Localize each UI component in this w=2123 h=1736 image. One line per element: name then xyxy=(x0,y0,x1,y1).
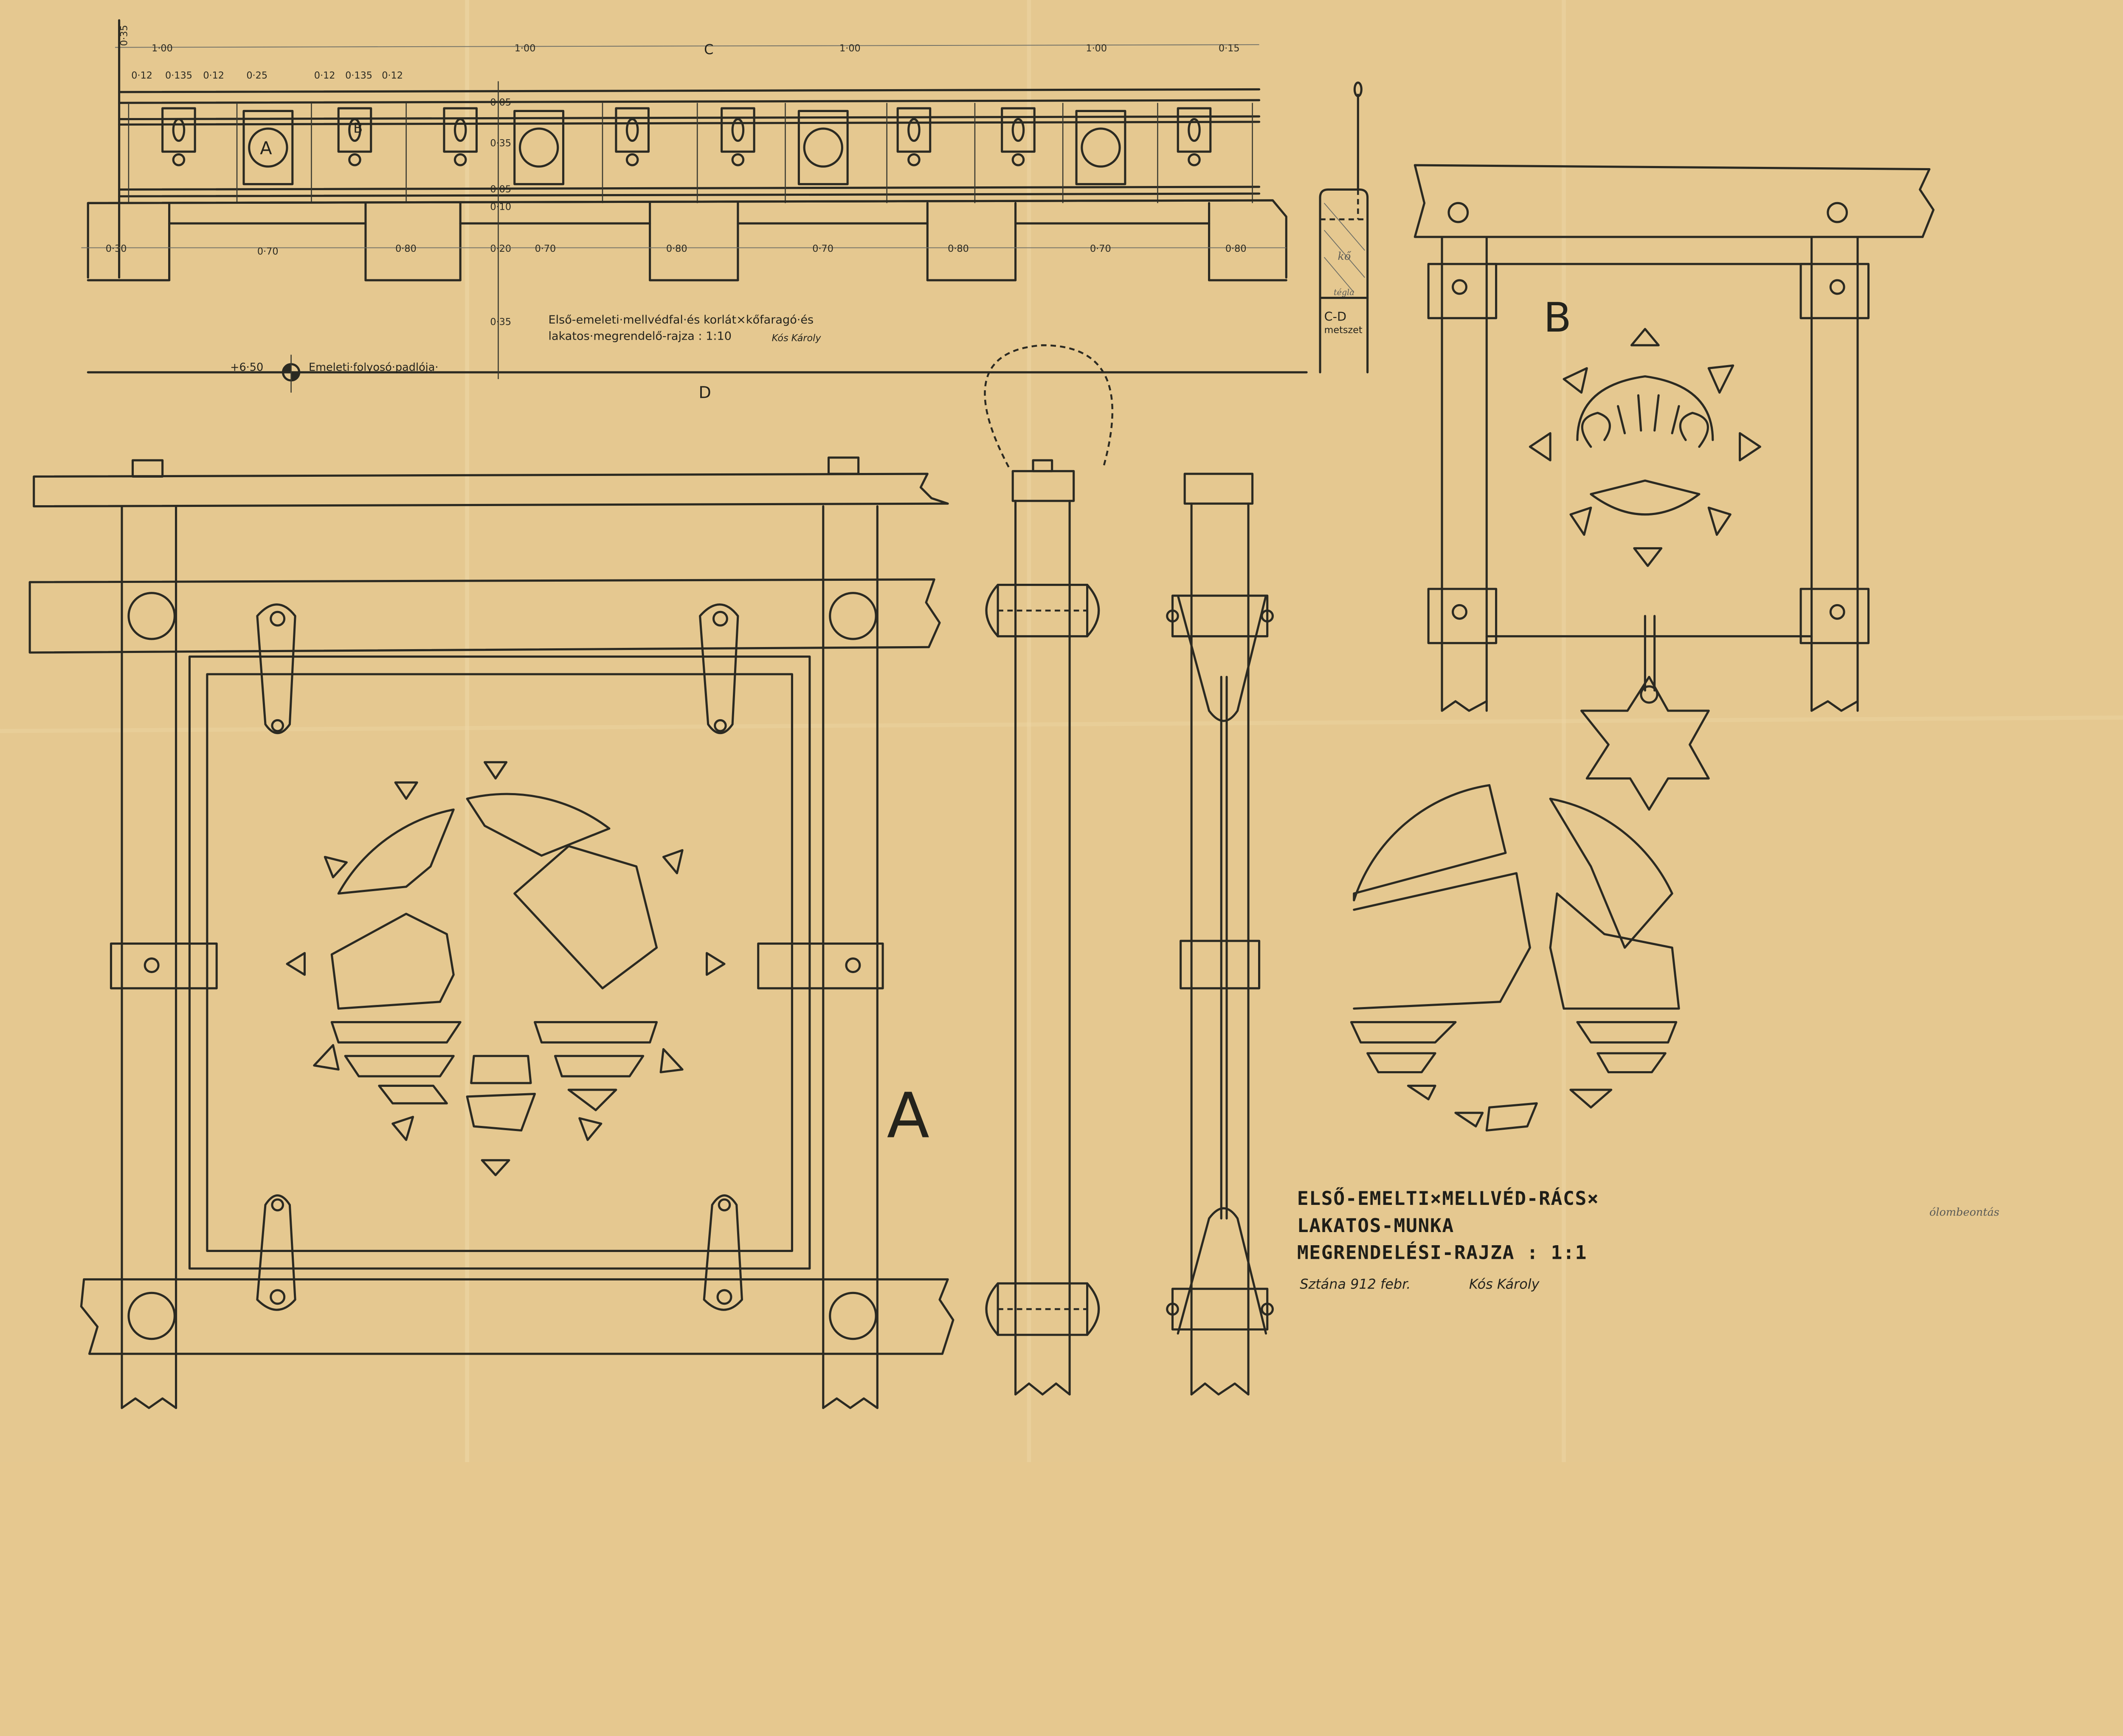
title-block: ELSŐ-EMELTI×MELLVÉD-RÁCS× LAKATOS-MUNKA … xyxy=(1297,1187,1599,1292)
top-dimension: 0·15 xyxy=(1219,43,1240,54)
title-line3: MEGRENDELÉSI-RAJZA : 1:1 xyxy=(1297,1241,1587,1264)
side-view-post-1 xyxy=(984,344,1114,1396)
pencil-note: ólombeontás xyxy=(1929,1206,1999,1219)
vertical-dimensions: 0·05 0·35 0·05 0·10 0·20 0·35 xyxy=(490,97,511,328)
bottom-dimension: 0·70 xyxy=(1090,243,1111,254)
vertical-dimension: 0·20 xyxy=(490,243,511,254)
material-stone: kő xyxy=(1338,250,1352,263)
section-mark-d: D xyxy=(698,383,711,402)
section-mark-c: C xyxy=(704,42,713,58)
section-label: C-D xyxy=(1324,309,1346,324)
level-marker-icon xyxy=(282,355,301,393)
top-dimension: 1·00 xyxy=(839,43,861,54)
finial xyxy=(1353,81,1363,191)
vertical-dimension: 0·35 xyxy=(490,316,511,327)
bottom-dimension: 0·80 xyxy=(1225,243,1247,254)
sub-dimension: 0·135 xyxy=(345,70,372,81)
top-dimension: 1·00 xyxy=(152,43,173,54)
title-line2: LAKATOS-MUNKA xyxy=(1297,1215,1454,1237)
title-line1: ELSŐ-EMELTI×MELLVÉD-RÁCS× xyxy=(1297,1187,1599,1210)
sub-dimension: 0·12 xyxy=(382,70,403,81)
sub-dimension: 0·25 xyxy=(246,70,267,81)
place-date: Sztána 912 febr. xyxy=(1300,1276,1411,1292)
bottom-dimension: 0·80 xyxy=(666,243,687,254)
detail-b: B xyxy=(1413,164,1935,811)
bottom-dimension: 0·30 xyxy=(106,243,127,254)
section-cd: kő tégla C-D metszet xyxy=(1319,188,1369,374)
bottom-dimension: 0·70 xyxy=(257,246,279,257)
bottom-dimension: 0·70 xyxy=(812,243,833,254)
technical-drawing-sheet: 0·35 1·00 1·00 C 1·00 1·00 0·15 0·12 0·1… xyxy=(0,0,2123,1462)
elevation-note-line2: lakatos·megrendelő-rajza : 1:10 xyxy=(548,329,732,343)
sub-dimension: 0·12 xyxy=(203,70,224,81)
sub-dimension: 0·135 xyxy=(165,70,192,81)
vertical-dimension: 0·05 xyxy=(490,97,511,108)
large-panels xyxy=(242,110,1126,186)
parapet-wall xyxy=(87,199,1287,281)
detail-a-label: A xyxy=(887,1080,929,1152)
elevation-note-line1: Első-emeleti·mellvédfal·és korlát×kőfara… xyxy=(548,313,814,326)
panel-label-b: B xyxy=(353,120,363,136)
top-dimension: 1·00 xyxy=(1086,43,1107,54)
circle-ornament-detail xyxy=(1350,784,1680,1132)
sub-dimension-row: 0·12 0·135 0·12 0·25 0·12 0·135 0·12 xyxy=(131,70,403,81)
paper-background xyxy=(0,0,2123,1462)
small-panels xyxy=(161,107,1212,166)
bottom-dimension: 0·80 xyxy=(395,243,417,254)
detail-b-label: B xyxy=(1543,294,1571,341)
side-view-post-2 xyxy=(1166,473,1274,1396)
shell-ornament xyxy=(1529,328,1761,567)
bottom-dimension: 0·80 xyxy=(948,243,969,254)
vertical-dimension: 0·05 xyxy=(490,184,511,195)
detail-a: A xyxy=(28,456,955,1409)
material-brick: tégla xyxy=(1334,287,1354,297)
level-value: +6·50 xyxy=(230,361,263,374)
level-label: Emeleti·folyosó·padlója· xyxy=(309,361,438,374)
top-dimension: 1·00 xyxy=(515,43,536,54)
sun-ship-ornament xyxy=(286,761,726,1176)
left-dimension: 0·35 xyxy=(119,25,130,46)
section-sublabel: metszet xyxy=(1324,324,1363,335)
bottom-dimension-row: 0·30 0·70 0·80 0·70 0·80 0·70 0·80 0·70 … xyxy=(106,243,1247,257)
panel-label-a: A xyxy=(260,138,272,159)
paper-fold-lines xyxy=(465,0,1566,1462)
sub-dimension: 0·12 xyxy=(314,70,335,81)
elevation-note-signature: Kós Károly xyxy=(772,333,822,344)
hinge-links xyxy=(256,603,743,1311)
railing-elevation: 0·35 1·00 1·00 C 1·00 1·00 0·15 0·12 0·1… xyxy=(81,19,1363,402)
vertical-dimension: 0·35 xyxy=(490,138,511,149)
signature: Kós Károly xyxy=(1469,1276,1540,1292)
sub-dimension: 0·12 xyxy=(131,70,152,81)
bottom-dimension: 0·70 xyxy=(535,243,556,254)
star-pendant-icon xyxy=(1580,675,1710,811)
